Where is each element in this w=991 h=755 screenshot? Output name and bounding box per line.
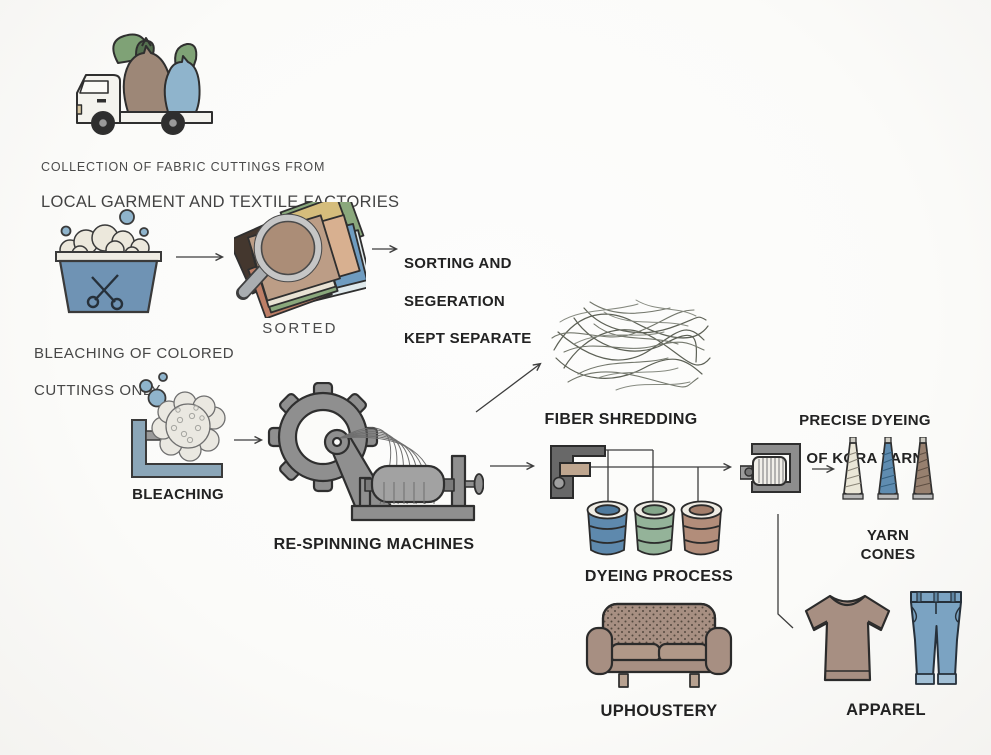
sorting-note: SORTING AND SEGERATION KEPT SEPARATE — [404, 236, 532, 368]
bleaching-label: BLEACHING — [132, 486, 224, 503]
respinning-node — [264, 382, 484, 532]
respinning-machine-icon — [267, 382, 484, 522]
precise-dyeing-line1: PRECISE DYEING — [799, 411, 931, 429]
yarn-cones-icon — [842, 437, 934, 500]
sorting-note-line2: SEGERATION — [404, 292, 506, 310]
sorted-node — [234, 202, 366, 318]
dyeing-machine-icon — [550, 445, 606, 499]
bleach-colored-line1: BLEACHING OF COLORED — [34, 345, 235, 363]
sofa-icon — [585, 602, 733, 688]
dye-cans-icon — [586, 500, 723, 556]
yarn-cones-node — [838, 437, 938, 503]
dye-cans-node — [584, 500, 724, 560]
kora-winder-node — [740, 442, 804, 504]
apparel-label: APPAREL — [846, 701, 926, 719]
bleaching-icon — [131, 372, 226, 478]
collection-node — [56, 31, 214, 139]
yarn-winder-icon — [740, 443, 801, 493]
collection-truck-icon — [76, 33, 213, 135]
dyeing-machine-node — [547, 443, 609, 501]
respinning-label: RE-SPINNING MACHINES — [273, 536, 475, 553]
arrow-respinning-to-shredding — [475, 362, 542, 413]
fiber-shredding-node — [546, 288, 716, 406]
sorted-label: SORTED — [262, 320, 338, 337]
dyeing-label: DYEING PROCESS — [584, 568, 734, 585]
sorted-fabrics-icon — [234, 202, 366, 318]
jeans-icon — [910, 591, 962, 685]
apparel-tshirt-node — [800, 592, 895, 684]
sorting-note-line1: SORTING AND — [404, 254, 512, 272]
sorting-note-line3: KEPT SEPARATE — [404, 330, 532, 348]
upholstery-node — [585, 602, 733, 690]
line-korayarn-to-apparel — [777, 514, 794, 629]
bleaching-node — [126, 370, 230, 484]
tshirt-icon — [804, 594, 891, 682]
collection-caption-line1: COLLECTION OF FABRIC CUTTINGS FROM — [41, 160, 326, 174]
bleaching-bucket-icon — [55, 209, 162, 314]
apparel-jeans-node — [905, 588, 967, 692]
bleach-colored-node — [53, 208, 165, 316]
upholstery-label: UPHOUSTERY — [600, 702, 718, 720]
fiber-shredding-label: FIBER SHREDDING — [544, 411, 698, 428]
fiber-tangle-icon — [551, 299, 711, 391]
yarn-cones-label: YARN CONES — [860, 527, 916, 563]
